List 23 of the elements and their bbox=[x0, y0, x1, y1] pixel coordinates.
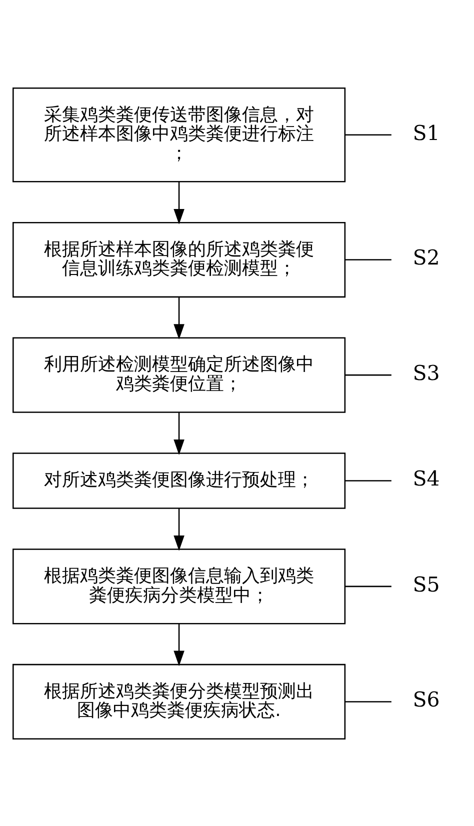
node-box: 对所述鸡类粪便图像进行预处理； bbox=[12, 452, 346, 508]
connector bbox=[345, 480, 392, 481]
node-text: S6 bbox=[412, 687, 440, 712]
node-text: S4 bbox=[412, 466, 440, 490]
arrow bbox=[174, 412, 184, 454]
node-box: 利用所述检测模型确定所述图像中鸡类粪便位置； bbox=[12, 336, 346, 412]
connector bbox=[345, 258, 392, 260]
connector bbox=[345, 374, 392, 376]
node-box: 根据鸡类粪便图像信息输入到鸡类粪便疾病分类模型中； bbox=[12, 548, 346, 624]
connector bbox=[345, 585, 392, 587]
node-box: 根据所述样本图像的所述鸡类粪便信息训练鸡类粪便检测模型； bbox=[12, 222, 346, 298]
connector bbox=[345, 134, 392, 136]
node-text: S2 bbox=[412, 245, 440, 270]
arrow bbox=[174, 508, 184, 550]
node-text: S5 bbox=[412, 572, 440, 596]
arrow bbox=[174, 624, 184, 666]
connector bbox=[345, 700, 392, 702]
node-box: 采集鸡类粪便传送带图像信息，对所述样本图像中鸡类粪便进行标注； bbox=[12, 86, 346, 182]
arrow bbox=[174, 296, 184, 339]
node-text: S1 bbox=[412, 120, 440, 144]
node-text: S3 bbox=[412, 360, 440, 384]
arrow bbox=[174, 181, 184, 224]
node-box: 根据所述鸡类粪便分类模型预测出图像中鸡类粪便疾病状态. bbox=[12, 663, 346, 740]
